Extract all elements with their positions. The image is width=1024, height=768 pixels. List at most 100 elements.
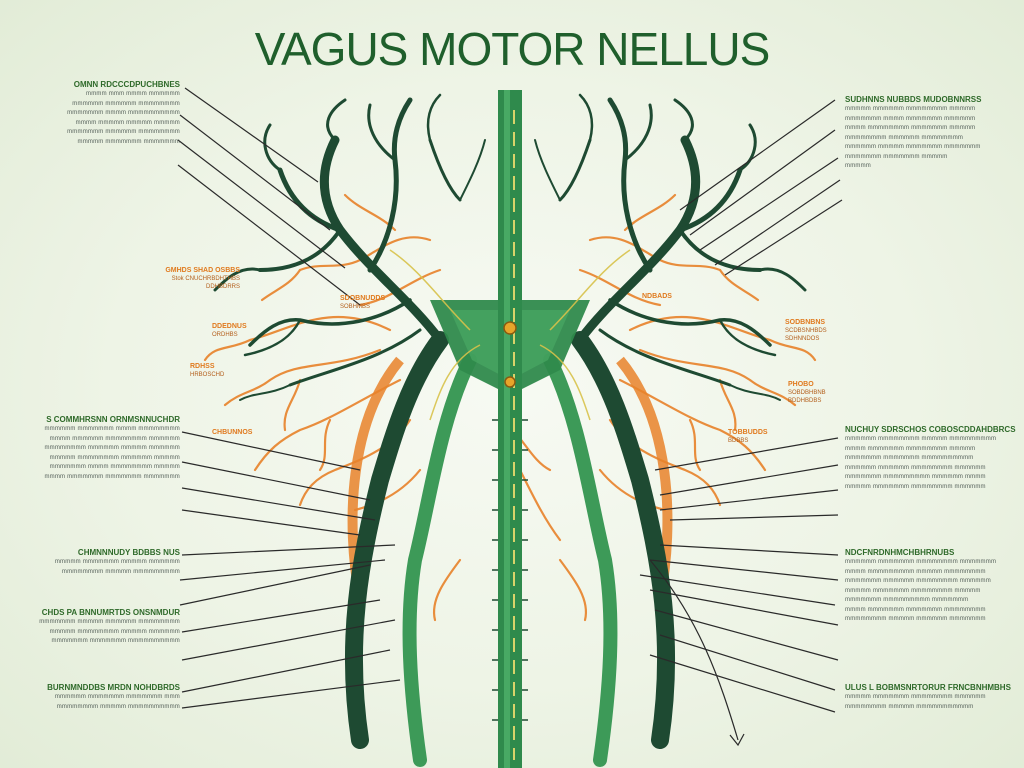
inner-label-7-heading: SODBNBNS [785, 319, 826, 326]
right-outer-column [571, 331, 676, 749]
right-label-1-line: mmmmmmmm mmmmmm mmmmmmmm [845, 134, 964, 141]
inner-label-1-line: DDHBDRRS [205, 284, 240, 290]
inner-label-2: SDOBNUDDS SOBHMBS [340, 294, 385, 311]
left-label-4-line: mmmmmmm mmmmm mmmmmm mmmmmmmm [39, 619, 180, 625]
inner-label-8: PHOBO SOBDBHBNB BDDHBDBS [788, 380, 826, 405]
inner-label-8-heading: PHOBO [788, 381, 814, 388]
right-label-4-heading: ULUS L BOBMSNRTORUR FRNCBNHMBHS [845, 683, 1011, 692]
right-label-3-line: mmmmmm mmmmmmm mmmmmmmm mmmmmmm [845, 559, 997, 565]
left-label-2-line: mmmm mmmmmmm mmmmmmm mmmmmmm [44, 473, 180, 480]
left-label-2-line: mmmm mmmmmm mmmmmmmm mmmmmm [49, 435, 180, 442]
right-label-2: NUCHUY SDRSCHOS COBOSCDDAHDBRCS mmmmmm m… [845, 425, 1016, 492]
right-label-1-heading: SUDHNNS NUBBDS MUDOBNNRSS [845, 95, 982, 104]
inner-label-9-heading: TOBBUDDS [728, 429, 768, 436]
inner-label-3-heading: DDEDNUS [212, 323, 247, 330]
left-label-5-heading: BURNMNDDBS MRDN NOHDBRDS [47, 683, 180, 692]
right-label-3-line: mmmmmmmm mmmmm mmmmmm mmmmmmm [845, 616, 986, 622]
left-label-3-line: mmmmmmmm mmmmm mmmmmmmmm [61, 568, 180, 575]
inner-label-5-heading: CHBUNNOS [212, 429, 253, 436]
nucleus-node-upper [503, 321, 517, 335]
left-label-4-heading: CHDS PA BNNUMRTDS ONSNMDUR [41, 608, 180, 617]
right-label-4-line: mmmmm mmmmmmm mmmmmmmm mmmmmm [845, 694, 986, 700]
left-label-2-line: mmmmmm mmmmmmm mmmm mmmmmmmm [44, 426, 180, 432]
arrow-head-bottom-right [729, 733, 745, 747]
left-label-4-line: mmmmm mmmmmmmm mmmmm mmmmmm [49, 628, 180, 635]
right-label-3-line: mmmmmmm mmmmmmmmm mmmmmmm [845, 597, 969, 603]
inner-label-3-line: ORDHBS [212, 332, 238, 338]
right-label-3-line: mmmmm mmmmmmm mmmmmmmm mmmmm [845, 587, 981, 594]
left-inner-bundle [402, 353, 477, 767]
right-label-1: SUDHNNS NUBBDS MUDOBNNRSS mmmmm mmmmmm m… [845, 95, 1010, 172]
left-label-3: CHMNNNUDY BDBBS NUS mmmmm mmmmmmm mmmmm … [20, 548, 180, 577]
left-label-2-line: mmmmmmm mmmm mmmmmmmm mmmmm [49, 464, 180, 470]
inner-label-7-line: SCDBSNHBDS [785, 328, 827, 334]
right-label-3-heading: NDCFNRDNHMCHBHRNUBS [845, 548, 955, 557]
right-label-1-line: mmmmmmm mmmm mmmmmmm mmmmmm [845, 115, 976, 122]
inner-label-6: NDBADS [642, 292, 672, 301]
right-label-2-line: mmmmmm mmmmmm mmmmmmmm mmmmmm [845, 464, 986, 471]
left-label-2-heading: S COMMHRSNN ORNMSNNUCHDR [46, 415, 180, 424]
left-label-5: BURNMNDDBS MRDN NOHDBRDS mmmmmm mmmmmmm … [20, 683, 180, 712]
inner-label-2-line: SOBHMBS [340, 304, 371, 310]
nucleus-node-lower [504, 376, 516, 388]
right-label-3-line: mmmm mmmmmmm mmmmmmm mmmmmmmm [845, 606, 986, 613]
inner-label-4-line: HRBOSCHD [190, 372, 225, 378]
left-outer-column [344, 331, 449, 749]
right-label-2-line: mmmm mmmmmmm mmmmmmmm mmmmm [845, 445, 976, 452]
left-label-2-line: mmmmm mmmmmmmm mmmmmm mmmmm [49, 454, 180, 461]
left-label-3-heading: CHMNNNUDY BDBBS NUS [77, 548, 180, 557]
left-label-5-line: mmmmmm mmmmmmm mmmmmmm mmm [54, 694, 180, 700]
right-label-4: ULUS L BOBMSNRTORUR FRNCBNHMBHS mmmmm mm… [845, 683, 1011, 712]
right-label-1-line: mmmmmm mmmmm mmmmmmm mmmmmmm [845, 144, 981, 150]
right-label-3: NDCFNRDNHMCHBHRNUBS mmmmmm mmmmmmm mmmmm… [845, 548, 1010, 625]
orange-branches [203, 193, 817, 622]
diagram-title: VAGUS MOTOR NELLUS [254, 23, 771, 75]
right-label-1-line: mmmm mmmmmmmm mmmmmmm mmmmm [845, 125, 976, 131]
inner-label-7: SODBNBNS SCDBSNHBDS SDHNNDOS [785, 318, 827, 343]
left-label-1-line: mmmmmm mmmmmm mmmmmmmm [72, 100, 180, 107]
inner-label-8-line: BDDHBDBS [788, 398, 822, 404]
left-label-4: CHDS PA BNNUMRTDS ONSNMDUR mmmmmmm mmmmm… [20, 608, 180, 647]
left-label-1-line: mmmmm mmmmmmm mmmmmmm [77, 138, 180, 145]
left-label-4-line: mmmmmmm mmmmmmm mmmmmmmmmm [51, 638, 180, 644]
right-label-2-line: mmmmmmm mmmmmmmmm mmmmmm mmmm [845, 474, 986, 480]
dark-branches [213, 93, 807, 401]
left-label-1-line: mmmm mmmmm mmmmm mmmmm [75, 119, 180, 126]
left-label-1-heading: OMNN RDCCCDPUCHBNES [73, 80, 180, 89]
left-label-2: S COMMHRSNN ORNMSNNUCHDR mmmmmm mmmmmmm … [20, 415, 180, 482]
inner-label-6-heading: NDBADS [642, 293, 672, 300]
right-label-2-line: mmmmm mmmmmmm mmmmmmmm mmmmmm [845, 483, 986, 490]
left-label-5-line: mmmmmmmm mmmmm mmmmmmmmmm [56, 703, 180, 710]
inner-label-9-line: BDBBS [728, 438, 749, 444]
inner-label-1-heading: GMHDS SHAD OSBBS [165, 267, 240, 274]
left-label-2-line: mmmmmmmm mmmmmm mmmmm mmmmmm [44, 445, 180, 451]
left-label-1-line: mmmmmmm mmmm mmmmmmmmmm [67, 110, 180, 116]
right-inner-bundle [543, 353, 618, 767]
right-label-1-line: mmmmm mmmmmm mmmmmmmm mmmmm [845, 106, 976, 112]
inner-label-9: TOBBUDDS BDBBS [728, 428, 768, 445]
inner-label-7-line: SDHNNDOS [785, 336, 820, 342]
inner-label-4-heading: RDHSS [190, 363, 215, 370]
right-label-4-line: mmmmmmmm mmmmm mmmmmmmmmmm [845, 703, 974, 710]
right-label-2-line: mmmmmmm mmmmmmm mmmmmmmmmm [845, 455, 974, 461]
inner-label-1-line: Stok CNUCHRBDHTHBS [171, 276, 240, 282]
right-label-3-line: mmmm mmmmmmmmm mmmmm mmmmmmmm [845, 568, 986, 575]
left-label-3-line: mmmmm mmmmmmm mmmmm mmmmmm [54, 559, 180, 565]
inner-label-4: RDHSS HRBOSCHD [190, 362, 224, 379]
inner-label-8-line: SOBDBHBNB [788, 390, 826, 396]
leader-lines [177, 87, 843, 741]
right-label-2-heading: NUCHUY SDRSCHOS COBOSCDDAHDBRCS [845, 425, 1016, 434]
right-label-1-line: mmmmmmm mmmmmmm mmmmm [845, 153, 948, 160]
inner-label-2-heading: SDOBNUDDS [340, 295, 386, 302]
left-label-1-line: mmmmmmm mmmmmm mmmmmmmm [67, 129, 180, 135]
inner-label-3: DDEDNUS ORDHBS [212, 322, 247, 339]
left-label-1: OMNN RDCCCDPUCHBNES mmmm mmm mmmm mmmmmm… [20, 80, 180, 147]
right-label-1-line: mmmmm [845, 163, 871, 169]
left-label-1-line: mmmm mmm mmmm mmmmmm [86, 91, 180, 97]
inner-label-5: CHBUNNOS [212, 428, 252, 437]
right-label-2-line: mmmmmm mmmmmmmm mmmmm mmmmmmmmm [845, 436, 997, 442]
right-label-3-line: mmmmmmm mmmmmm mmmmmmmm mmmmmm [845, 578, 991, 584]
inner-label-1: GMHDS SHAD OSBBS Stok CNUCHRBDHTHBS DDHB… [130, 266, 240, 291]
trunk-ticks [492, 419, 528, 721]
